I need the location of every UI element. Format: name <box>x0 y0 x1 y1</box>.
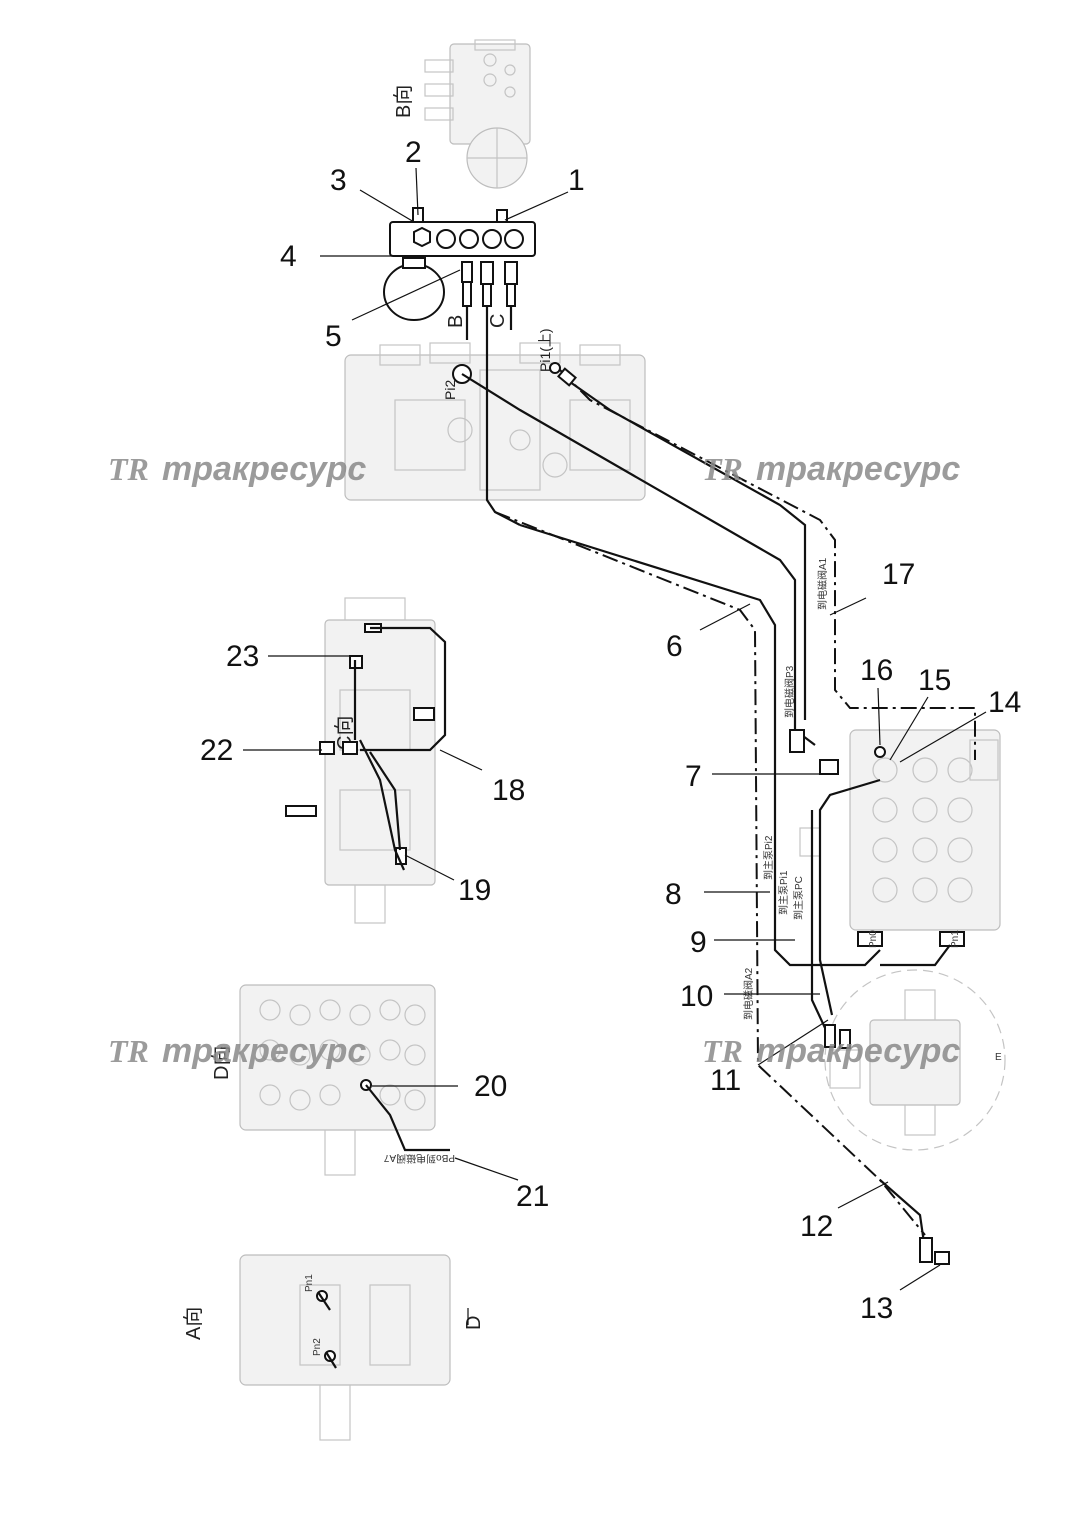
swing-motor: E <box>824 969 1006 1151</box>
svg-text:тракресурс: тракресурс <box>756 450 960 488</box>
callout-1: 1 <box>568 164 585 197</box>
callout-11: 11 <box>710 1064 741 1097</box>
port-label-pn1-valve: Pn1 <box>950 930 961 948</box>
port-label-pi2: Pi2 <box>442 380 458 400</box>
pipe-lines <box>353 306 976 1265</box>
port-label-pn1: Pn1 <box>304 1274 315 1292</box>
main-pump: Pi2 Pi1(上) <box>344 328 646 501</box>
view-arrow-c: C <box>487 314 509 328</box>
view-label-d: D向 <box>210 1046 233 1080</box>
callout-7: 7 <box>685 760 702 793</box>
c-view-pump: C向 <box>285 597 436 924</box>
svg-text:TR: TR <box>108 1033 149 1069</box>
callout-10: 10 <box>680 980 713 1013</box>
b-view-solenoid-block: B向 <box>392 39 531 189</box>
callout-17: 17 <box>882 558 915 591</box>
callout-20: 20 <box>474 1070 507 1103</box>
callout-6: 6 <box>666 630 683 663</box>
callout-14: 14 <box>988 686 1021 719</box>
watermark-bottom-right: TR тракресурс <box>702 1032 960 1070</box>
view-arrow-b: B <box>445 315 467 328</box>
pipe-label-pi2: 到主泵Pi2 <box>763 835 775 880</box>
port-label-pn0: Pn0 <box>868 930 879 948</box>
callout-18: 18 <box>492 774 525 807</box>
a-view-valve: Pn1 Pn2 A向 D <box>182 1254 485 1441</box>
view-arrow-d: D <box>463 1316 485 1330</box>
svg-text:TR: TR <box>108 451 149 487</box>
pipe-label-pi1: 到主泵Pi1 <box>778 870 790 915</box>
callout-19: 19 <box>458 874 491 907</box>
callout-16: 16 <box>860 654 893 687</box>
watermark-top-left: TR тракресурс <box>108 450 366 488</box>
watermark-top-right: TR тракресурс <box>702 450 960 488</box>
pipe-label-a1: 到电磁阀A1 <box>816 557 829 610</box>
callout-3: 3 <box>330 164 347 197</box>
svg-text:тракресурс: тракресурс <box>756 1032 960 1070</box>
view-label-a: A向 <box>182 1307 205 1340</box>
pipe-label-pbo: PBo到电磁阀A7 <box>383 1152 455 1165</box>
port-label-pn2: Pn2 <box>312 1338 323 1356</box>
watermark-bottom-left: TR тракресурс <box>108 1032 366 1070</box>
watermarks: TR тракресурс TR тракресурс TR тракресур… <box>108 450 960 1070</box>
callout-9: 9 <box>690 926 707 959</box>
svg-text:тракресурс: тракресурс <box>162 450 366 488</box>
d-view-valve: D向 <box>210 984 436 1176</box>
view-arrow-e: E <box>995 1052 1002 1063</box>
pipe-label-pc: 到主泵PC <box>793 876 805 920</box>
svg-text:TR: TR <box>702 451 743 487</box>
callout-15: 15 <box>918 664 951 697</box>
solenoid-valve-assembly: B C <box>383 207 536 328</box>
leader-lines <box>243 167 987 1291</box>
callout-23: 23 <box>226 640 259 673</box>
callout-2: 2 <box>405 136 422 169</box>
callout-8: 8 <box>665 878 682 911</box>
port-label-pi1: Pi1(上) <box>537 328 553 372</box>
callout-12: 12 <box>800 1210 833 1243</box>
callout-13: 13 <box>860 1292 893 1325</box>
callout-21: 21 <box>516 1180 549 1213</box>
callout-numbers: 1 2 3 4 5 6 7 8 9 10 11 12 13 14 15 16 1… <box>200 136 1021 1325</box>
callout-22: 22 <box>200 734 233 767</box>
svg-text:TR: TR <box>702 1033 743 1069</box>
callout-4: 4 <box>280 240 297 273</box>
view-label-b: B向 <box>392 85 415 118</box>
svg-text:тракресурс: тракресурс <box>162 1032 366 1070</box>
pipe-labels: 到电磁阀A1 到电磁阀P3 到主泵Pi2 到主泵Pi1 到主泵PC 到电磁阀A2… <box>383 557 829 1165</box>
callout-5: 5 <box>325 320 342 353</box>
pipe-label-p3: 到电磁阀P3 <box>783 665 796 718</box>
